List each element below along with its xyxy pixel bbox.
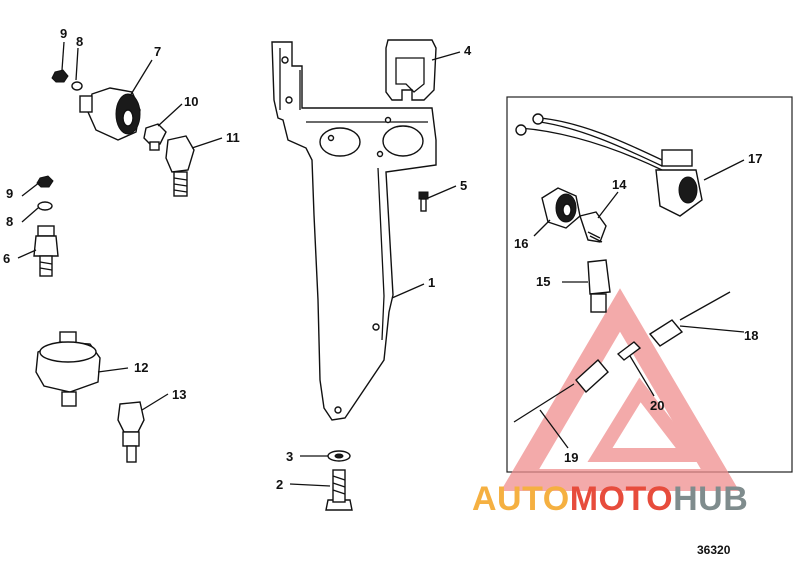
fitting-part-15 bbox=[587, 259, 611, 313]
sender-part-7 bbox=[79, 87, 141, 141]
watermark-moto: MOTO bbox=[570, 480, 673, 518]
clip-part-4 bbox=[385, 39, 437, 101]
callout-15: 15 bbox=[536, 274, 550, 289]
callout-1: 1 bbox=[428, 275, 435, 290]
sender-part-13 bbox=[117, 401, 145, 463]
bracket-part-1 bbox=[271, 41, 437, 421]
callout-labels: 9 8 7 10 11 9 8 6 12 13 4 5 1 3 2 17 14 … bbox=[3, 26, 762, 492]
watermark-triangle bbox=[500, 288, 740, 491]
wire-part-19 bbox=[513, 358, 609, 423]
leader-lines bbox=[17, 41, 745, 487]
harness-part-17 bbox=[515, 113, 703, 217]
adapter-part-10 bbox=[143, 123, 167, 151]
callout-17: 17 bbox=[748, 151, 762, 166]
washer-part-3 bbox=[327, 450, 351, 462]
callout-9-top: 9 bbox=[60, 26, 67, 41]
watermark-auto: AUTO bbox=[472, 480, 570, 518]
wire-part-18 bbox=[648, 291, 731, 347]
callout-13: 13 bbox=[172, 387, 186, 402]
figure-number: 36320 bbox=[697, 543, 731, 557]
knock-sensor-part-12 bbox=[35, 331, 101, 407]
callout-9-left: 9 bbox=[6, 186, 13, 201]
switch-part-6 bbox=[33, 225, 59, 277]
callout-4: 4 bbox=[464, 43, 472, 58]
callout-8-top: 8 bbox=[76, 34, 83, 49]
callout-2: 2 bbox=[276, 477, 283, 492]
watermark-hub: HUB bbox=[673, 480, 748, 518]
callout-14: 14 bbox=[612, 177, 627, 192]
callout-8-left: 8 bbox=[6, 214, 13, 229]
callout-3: 3 bbox=[286, 449, 293, 464]
fitting-part-11 bbox=[165, 135, 195, 197]
callout-6: 6 bbox=[3, 251, 10, 266]
callout-20: 20 bbox=[650, 398, 664, 413]
screw-part-5 bbox=[418, 191, 429, 212]
callout-12: 12 bbox=[134, 360, 148, 375]
connector-part-20 bbox=[616, 341, 642, 361]
callout-11: 11 bbox=[226, 130, 240, 145]
callout-18: 18 bbox=[744, 328, 758, 343]
elbow-part-14 bbox=[579, 211, 607, 243]
callout-19: 19 bbox=[564, 450, 578, 465]
nut-washer-top bbox=[51, 69, 83, 91]
washer-part-8-left bbox=[37, 201, 53, 211]
callout-10: 10 bbox=[184, 94, 198, 109]
bolt-part-2 bbox=[325, 469, 353, 511]
callout-7: 7 bbox=[154, 44, 161, 59]
nut-part-9-left bbox=[36, 175, 54, 188]
watermark-text: AUTOMOTOHUB bbox=[472, 480, 748, 518]
callout-16: 16 bbox=[514, 236, 528, 251]
callout-5: 5 bbox=[460, 178, 467, 193]
